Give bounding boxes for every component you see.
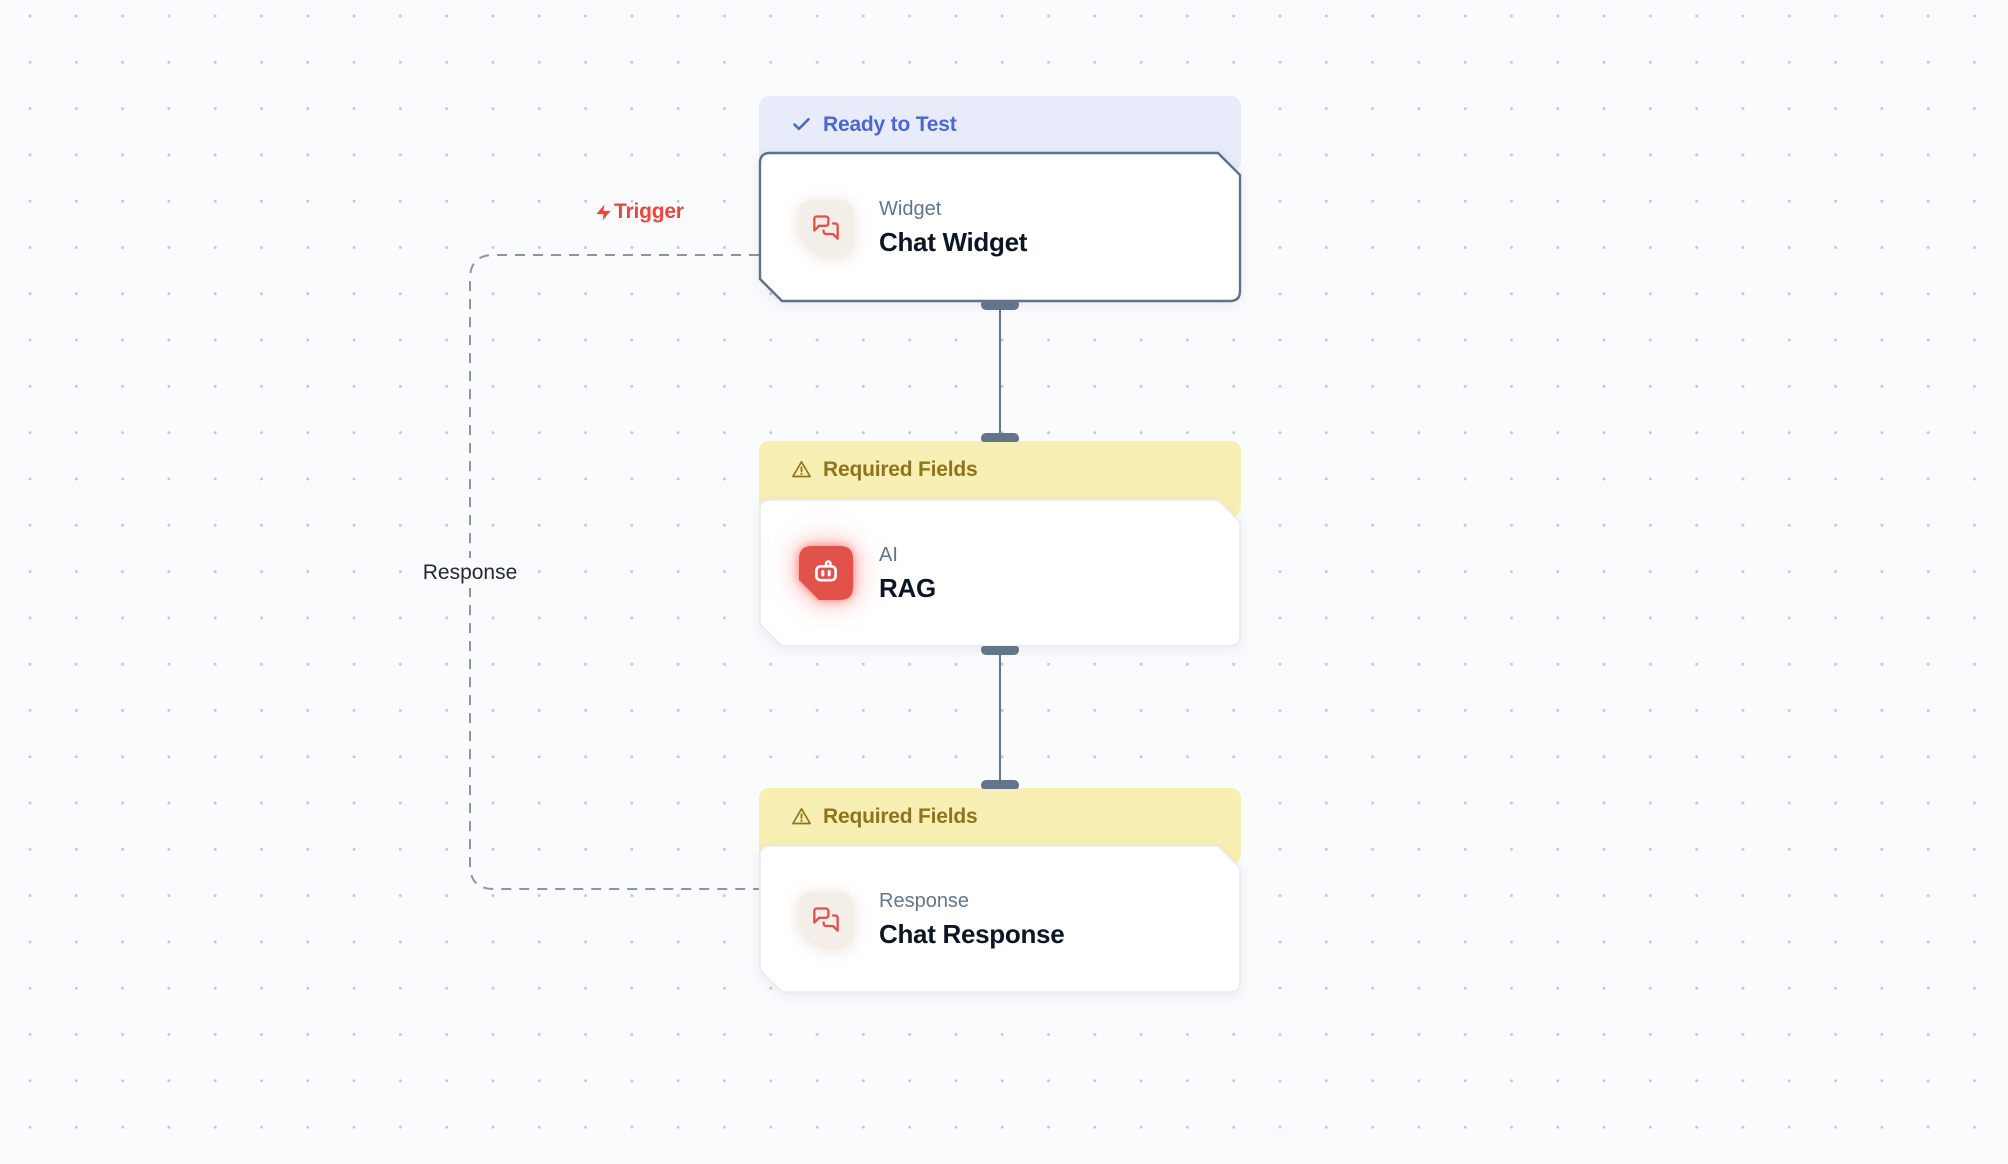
chat-bubbles-icon — [812, 213, 840, 241]
output-handle[interactable] — [981, 646, 1019, 655]
output-handle[interactable] — [981, 301, 1019, 310]
status-badge-row[interactable]: Ready to Test — [759, 96, 1241, 153]
node-icon-tile — [799, 200, 853, 254]
node-chat-response[interactable]: Required Fields Response Chat Response — [759, 788, 1241, 993]
chat-bubbles-icon — [812, 905, 840, 933]
node-type-label: AI — [879, 544, 898, 566]
input-handle[interactable] — [981, 432, 1019, 442]
warning-triangle-icon — [792, 460, 811, 478]
status-badge-row[interactable]: Required Fields — [759, 441, 1241, 498]
zap-icon — [596, 204, 611, 220]
node-title: RAG — [879, 573, 936, 603]
robot-icon — [810, 557, 842, 589]
trigger-label: Trigger — [594, 200, 684, 224]
node-type-label: Response — [879, 890, 970, 912]
connector-line[interactable] — [998, 647, 1002, 788]
node-type-label: Widget — [879, 198, 942, 220]
node-body[interactable] — [759, 499, 1241, 647]
node-content[interactable]: Response Chat Response — [759, 845, 1241, 993]
node-title: Chat Response — [879, 919, 1065, 949]
status-badge-label: Required Fields — [823, 457, 978, 481]
warning-triangle-icon — [792, 807, 811, 825]
status-badge-label: Required Fields — [823, 804, 978, 828]
node-rag[interactable]: Required Fields AI RAG — [759, 441, 1241, 647]
status-badge-label: Ready to Test — [823, 112, 957, 136]
node-body[interactable] — [758, 151, 1242, 303]
node-body[interactable] — [759, 845, 1241, 993]
response-edge-label: Response — [413, 558, 527, 588]
node-title: Chat Widget — [879, 227, 1028, 257]
trigger-label-text: Trigger — [614, 200, 684, 223]
connector-line[interactable] — [998, 300, 1002, 441]
node-chat-widget[interactable]: Ready to Test Widget Chat Widget — [758, 96, 1242, 303]
node-content[interactable]: Widget Chat Widget — [759, 152, 1241, 302]
input-handle[interactable] — [981, 779, 1019, 789]
status-badge-row[interactable]: Required Fields — [759, 788, 1241, 845]
node-icon-tile — [799, 546, 853, 600]
node-content[interactable]: AI RAG — [759, 499, 1241, 647]
node-icon-tile — [799, 892, 853, 946]
check-icon — [793, 117, 810, 131]
